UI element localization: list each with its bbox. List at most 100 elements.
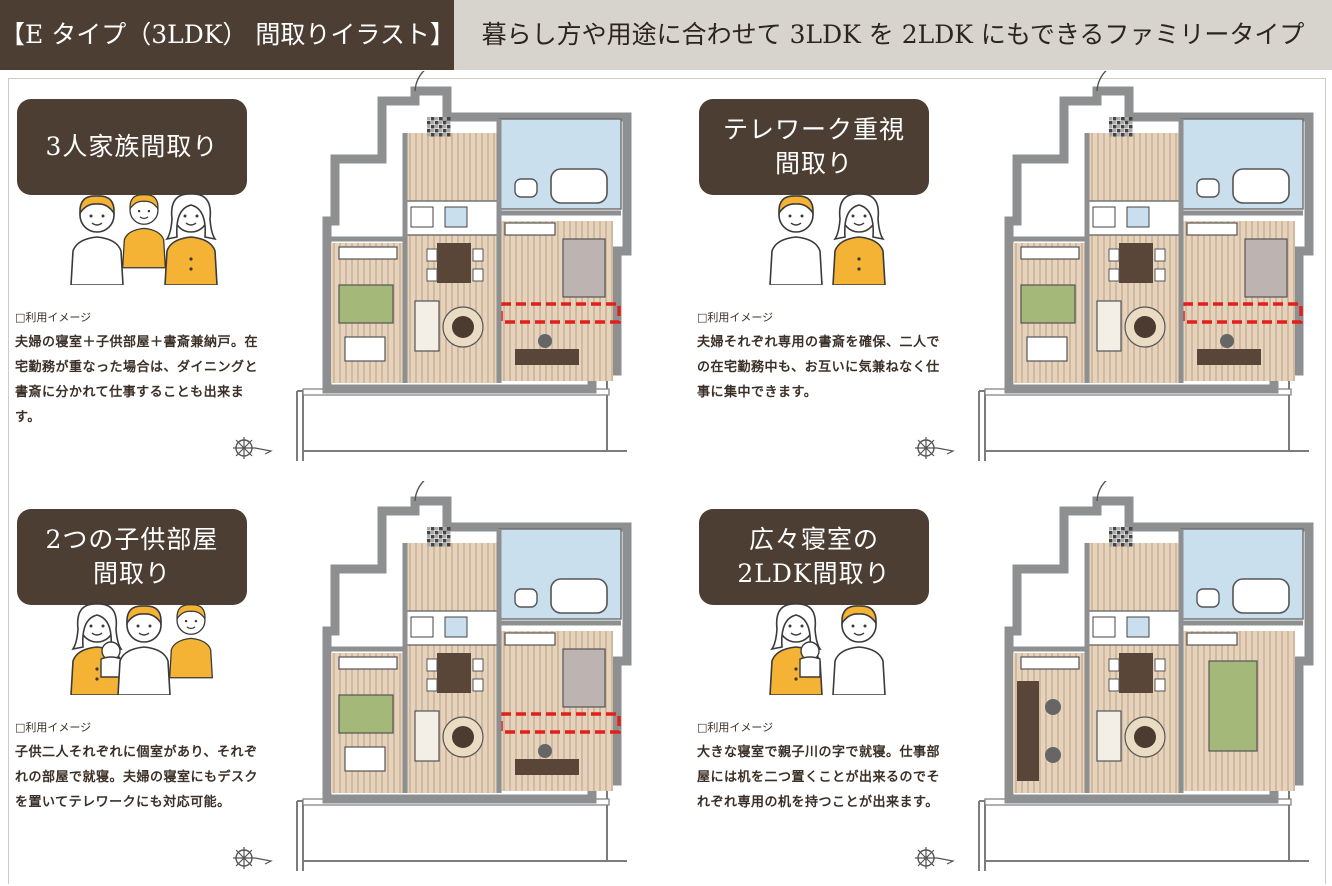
father-figure-icon xyxy=(832,605,886,695)
content-frame: 3人家族間取り □利用イメージ 夫婦の寝室＋子供部屋＋書斎兼納戸。在宅勤務が重な… xyxy=(8,71,1326,885)
usage-description: 大きな寝室で親子川の字で就寝。仕事部屋には机を二つ置くことが出来るのでそれぞれ専… xyxy=(697,745,941,810)
couple-illustration-icon xyxy=(769,193,886,285)
floor-plan xyxy=(978,481,1314,871)
sink-icon xyxy=(1126,616,1150,638)
bed-icon xyxy=(338,694,394,734)
bathtub-icon xyxy=(550,168,608,204)
sink-icon xyxy=(1126,206,1150,228)
stove-icon xyxy=(410,616,434,638)
toilet-icon xyxy=(1196,178,1220,198)
page-subtitle: 暮らし方や用途に合わせて 3LDK を 2LDK にもできるファミリータイプ xyxy=(481,20,1305,49)
bed-icon xyxy=(338,284,394,324)
compass-icon xyxy=(915,847,955,869)
layout-panel-family: 3人家族間取り □利用イメージ 夫婦の寝室＋子供部屋＋書斎兼納戸。在宅勤務が重な… xyxy=(9,71,659,475)
closet-right xyxy=(504,222,556,236)
balcony-outline xyxy=(978,371,1309,461)
bathtub-icon xyxy=(1232,168,1290,204)
stove-icon xyxy=(1092,206,1116,228)
header-bar: 【E タイプ（3LDK） 間取りイラスト】 暮らし方や用途に合わせて 3LDK … xyxy=(0,0,1332,70)
mother-figure-icon xyxy=(164,193,218,285)
bed-right-icon xyxy=(562,648,606,708)
balcony-outline xyxy=(978,781,1309,871)
child-figure-icon xyxy=(168,604,214,679)
father-figure-icon xyxy=(117,605,171,695)
genkan-tiles xyxy=(1109,117,1133,137)
interior-walls xyxy=(331,119,621,383)
closet-left xyxy=(338,246,398,260)
double-bed-icon xyxy=(1208,660,1258,752)
closet-left xyxy=(1020,246,1080,260)
family-illustration-icon xyxy=(769,603,886,695)
sink-icon xyxy=(444,616,468,638)
sofa-ld-icon xyxy=(1096,710,1122,762)
interior-walls xyxy=(1013,529,1303,793)
dining-table-icon xyxy=(437,653,471,693)
genkan-tiles xyxy=(1109,527,1133,547)
interior-walls xyxy=(331,529,621,793)
bed-icon xyxy=(1020,284,1076,324)
closet-left xyxy=(1020,656,1080,670)
sofa-ld-icon xyxy=(1096,300,1122,352)
interior-walls xyxy=(1013,119,1303,383)
floor-plan xyxy=(296,481,632,871)
sink-icon xyxy=(444,206,468,228)
usage-description: 夫婦の寝室＋子供部屋＋書斎兼納戸。在宅勤務が重なった場合は、ダイニングと書斎に分… xyxy=(15,335,259,425)
toilet-icon xyxy=(1196,588,1220,608)
toilet-icon xyxy=(514,588,538,608)
study-desk-icon xyxy=(515,349,579,365)
bed-right-icon xyxy=(1244,238,1288,298)
usage-description: 子供二人それぞれに個室があり、それぞれの部屋で就寝。夫婦の寝室にもデスクを置いて… xyxy=(15,745,259,810)
usage-description: 夫婦それぞれ専用の書斎を確保、二人での在宅勤務中も、お互いに気兼ねなく仕事に集中… xyxy=(697,335,941,400)
page-title: 【E タイプ（3LDK） 間取りイラスト】 xyxy=(0,0,455,70)
usage-label: □利用イメージ xyxy=(15,721,92,734)
child-figure-icon xyxy=(121,194,167,269)
baby-figure-icon xyxy=(100,641,122,678)
compass-icon xyxy=(233,847,273,869)
family-illustration-icon xyxy=(70,193,218,285)
bed-right-icon xyxy=(562,238,606,298)
sofa-ld-icon xyxy=(414,710,440,762)
floor-plan xyxy=(978,71,1314,461)
sofa-icon xyxy=(344,336,386,362)
bathtub-icon xyxy=(1232,578,1290,614)
bathtub-icon xyxy=(550,578,608,614)
compass-icon xyxy=(233,437,273,459)
dining-table-icon xyxy=(1119,243,1153,283)
panel-title: テレワーク重視 間取り xyxy=(699,99,929,195)
closet-right xyxy=(1186,222,1238,236)
balcony-outline xyxy=(296,371,627,461)
man-figure-icon xyxy=(769,195,823,285)
sofa-icon xyxy=(344,746,386,772)
baby-figure-icon xyxy=(799,641,821,678)
front-door-icon xyxy=(414,481,425,502)
sofa-ld-icon xyxy=(414,300,440,352)
layout-panel-telework: テレワーク重視 間取り □利用イメージ 夫婦それぞれ専用の書斎を確保、二人での在… xyxy=(691,71,1332,475)
panel-title: 2つの子供部屋 間取り xyxy=(17,509,247,605)
closet-right xyxy=(1186,632,1238,646)
father-figure-icon xyxy=(70,195,124,285)
front-door-icon xyxy=(1096,481,1107,502)
panel-title: 3人家族間取り xyxy=(17,99,247,195)
usage-label: □利用イメージ xyxy=(15,311,92,324)
front-door-icon xyxy=(414,71,425,92)
closet-left xyxy=(338,656,398,670)
sofa-icon xyxy=(1026,336,1068,362)
usage-label: □利用イメージ xyxy=(697,721,774,734)
dining-table-icon xyxy=(437,243,471,283)
genkan-tiles xyxy=(427,527,451,547)
desk-pair-icon xyxy=(1017,681,1039,781)
compass-icon xyxy=(915,437,955,459)
stove-icon xyxy=(1092,616,1116,638)
usage-label: □利用イメージ xyxy=(697,311,774,324)
family-illustration-icon xyxy=(70,603,214,695)
closet-right xyxy=(504,632,556,646)
study-desk-icon xyxy=(515,759,579,775)
genkan-tiles xyxy=(427,117,451,137)
study-desk-icon xyxy=(1197,349,1261,365)
toilet-icon xyxy=(514,178,538,198)
panel-title: 広々寝室の 2LDK間取り xyxy=(699,509,929,605)
floor-plan xyxy=(296,71,632,461)
layout-panel-two-kids: 2つの子供部屋 間取り □利用イメージ 子供二人それぞれに個室があり、それぞれの… xyxy=(9,481,659,885)
balcony-outline xyxy=(296,781,627,871)
woman-figure-icon xyxy=(832,193,886,285)
